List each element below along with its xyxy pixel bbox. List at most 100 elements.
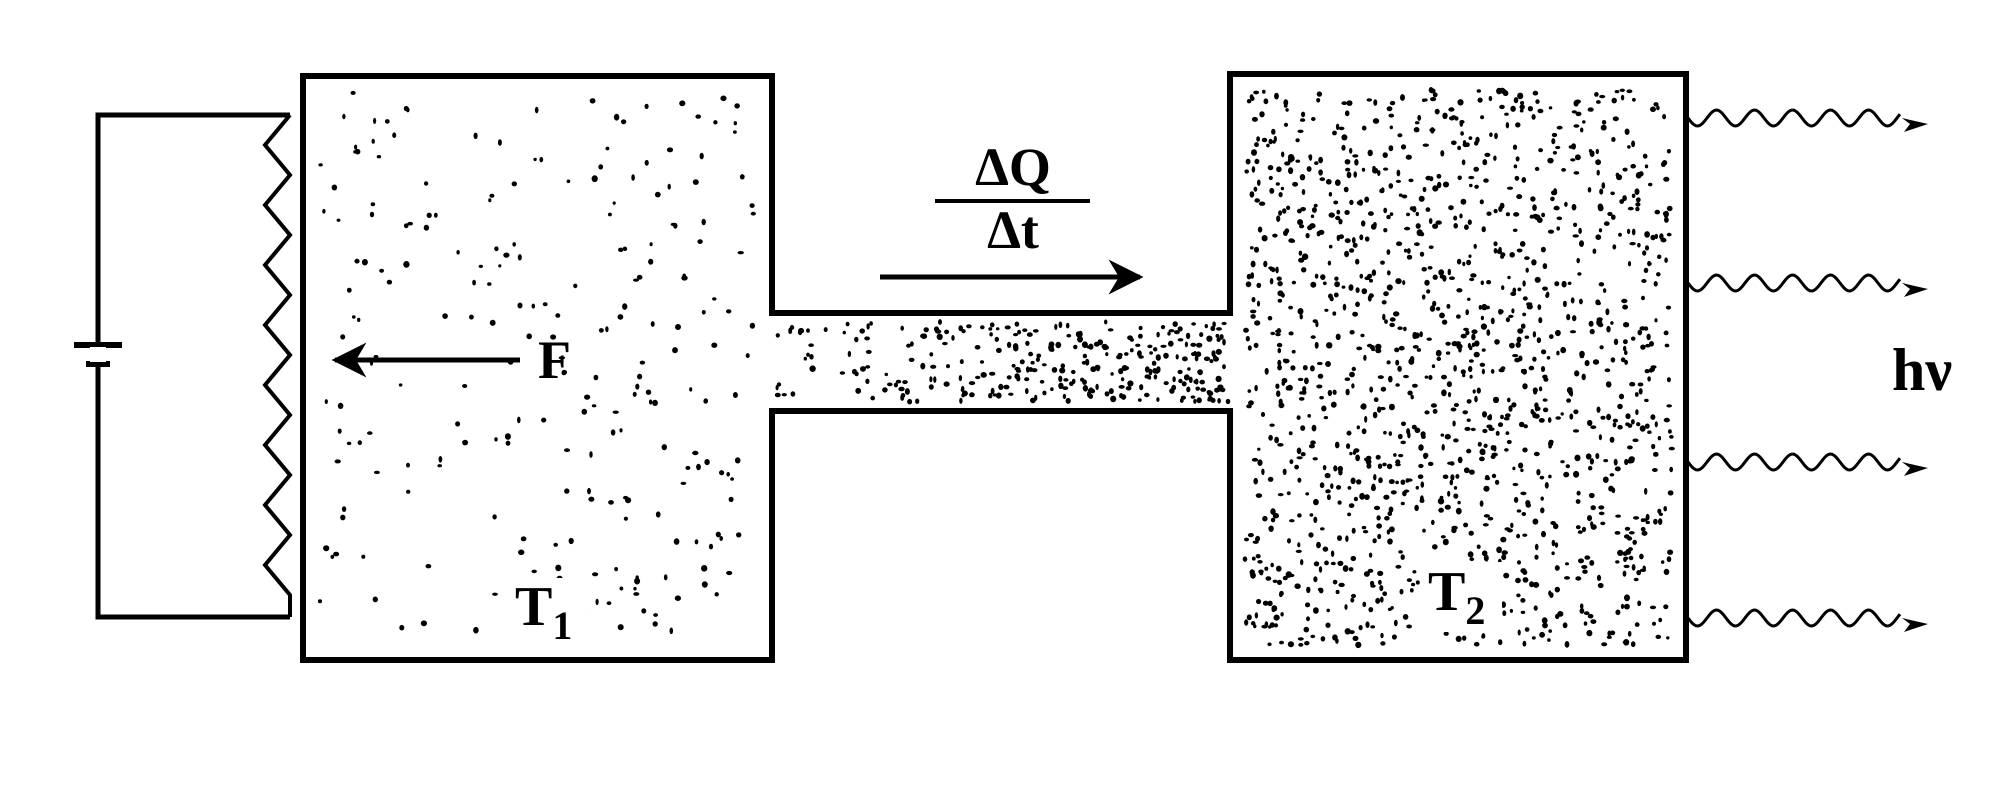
gas-particle xyxy=(1289,519,1295,523)
gas-particle xyxy=(442,313,448,319)
gas-particle xyxy=(1441,389,1447,397)
gas-particle xyxy=(1631,193,1636,198)
gas-particle xyxy=(1664,217,1669,223)
gas-particle xyxy=(719,536,723,541)
gas-particle xyxy=(1516,336,1522,343)
gas-particle xyxy=(1280,612,1284,617)
gas-particle xyxy=(1270,517,1276,523)
gas-particle xyxy=(1538,386,1543,392)
gas-particle xyxy=(1395,480,1399,485)
gas-particle xyxy=(1301,267,1307,273)
gas-particle xyxy=(1600,124,1607,131)
gas-particle xyxy=(1254,142,1259,148)
gas-particle xyxy=(1640,526,1646,532)
gas-particle xyxy=(1361,125,1367,131)
gas-particle xyxy=(1277,364,1282,371)
gas-particle xyxy=(622,246,628,251)
gas-particle xyxy=(1595,234,1602,240)
gas-particle xyxy=(1520,610,1526,615)
gas-particle xyxy=(1342,565,1349,572)
gas-particle xyxy=(958,375,963,382)
gas-particle xyxy=(1462,140,1467,145)
gas-particle xyxy=(1479,500,1484,507)
gas-particle xyxy=(1389,526,1395,533)
gas-particle xyxy=(1483,485,1490,492)
gas-particle xyxy=(1268,434,1273,441)
gas-particle xyxy=(1550,196,1555,202)
gas-particle xyxy=(1081,341,1088,349)
gas-particle xyxy=(1444,433,1451,440)
gas-particle xyxy=(1465,309,1469,316)
gas-particle xyxy=(776,382,782,387)
gas-particle xyxy=(1541,212,1545,218)
gas-particle xyxy=(1327,389,1333,397)
gas-particle xyxy=(555,564,562,572)
gas-particle xyxy=(1489,132,1493,137)
gas-particle xyxy=(1250,272,1255,279)
gas-particle xyxy=(1541,617,1548,624)
gas-particle xyxy=(1447,461,1453,465)
gas-particle xyxy=(1589,458,1594,465)
gas-particle xyxy=(1273,623,1279,628)
gas-particle xyxy=(1607,211,1613,217)
gas-particle xyxy=(1351,593,1356,599)
gas-particle xyxy=(1516,509,1522,513)
gas-particle xyxy=(666,147,674,153)
gas-particle xyxy=(1108,388,1114,395)
gas-particle xyxy=(1457,145,1461,151)
gas-particle xyxy=(1071,369,1076,375)
gas-particle xyxy=(1555,329,1561,337)
gas-particle xyxy=(1244,169,1249,174)
gas-particle xyxy=(1647,376,1651,382)
gas-particle xyxy=(1406,578,1412,582)
gas-particle xyxy=(1025,366,1030,373)
gas-particle xyxy=(1296,456,1303,460)
gas-particle xyxy=(697,239,703,245)
gas-particle xyxy=(1147,375,1152,380)
gas-particle xyxy=(1520,323,1526,329)
gas-particle xyxy=(1414,242,1420,247)
gas-particle xyxy=(1288,167,1294,175)
gas-particle xyxy=(1541,530,1546,538)
gas-particle xyxy=(1474,395,1478,403)
gas-particle xyxy=(1380,632,1384,639)
gas-particle xyxy=(1482,523,1489,527)
gas-particle xyxy=(1581,565,1588,569)
gas-particle xyxy=(1612,244,1617,250)
gas-particle xyxy=(1101,343,1108,349)
gas-particle xyxy=(1060,363,1066,369)
gas-particle xyxy=(1551,539,1556,547)
gas-particle xyxy=(420,620,427,627)
gas-particle xyxy=(1304,641,1310,646)
gas-particle xyxy=(1512,466,1516,471)
gas-particle xyxy=(1485,305,1490,310)
gas-particle xyxy=(669,627,674,635)
gas-particle xyxy=(1257,560,1263,564)
gas-particle xyxy=(719,470,725,476)
gas-particle xyxy=(1319,396,1324,400)
gas-particle xyxy=(1306,166,1312,172)
gas-particle xyxy=(1177,369,1183,375)
gas-particle xyxy=(1413,127,1420,133)
gas-particle xyxy=(969,392,975,398)
gas-particle xyxy=(1547,638,1551,642)
gas-particle xyxy=(1502,610,1507,617)
gas-particle xyxy=(895,379,902,384)
gas-particle xyxy=(1391,634,1397,640)
gas-particle xyxy=(1299,391,1303,395)
gas-particle xyxy=(1263,98,1269,105)
gas-particle xyxy=(1481,226,1486,233)
gas-particle xyxy=(564,488,570,494)
gas-particle xyxy=(1394,347,1400,353)
gas-particle xyxy=(1367,211,1374,216)
gas-particle xyxy=(1598,228,1603,233)
gas-particle xyxy=(994,336,999,342)
gas-particle xyxy=(324,399,328,405)
gas-particle xyxy=(631,174,635,181)
gas-particle xyxy=(1510,105,1516,112)
gas-particle xyxy=(1292,181,1299,187)
gas-particle xyxy=(1415,211,1420,217)
gas-particle xyxy=(644,159,649,166)
gas-particle xyxy=(520,536,527,542)
gas-particle xyxy=(1542,263,1548,270)
